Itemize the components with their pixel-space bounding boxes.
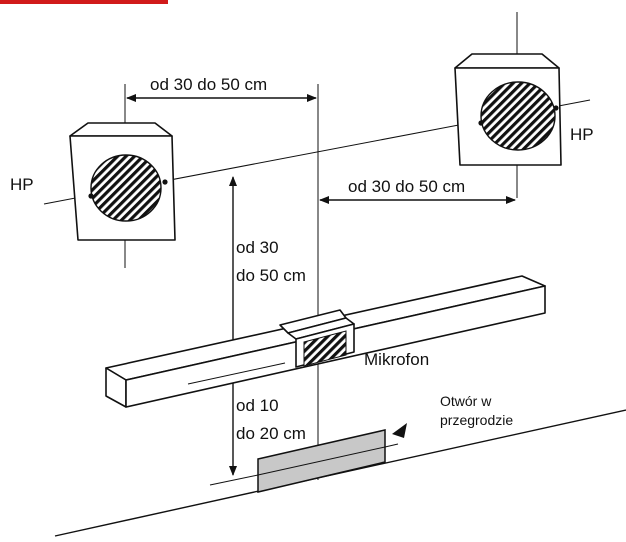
left-speaker bbox=[69, 122, 176, 241]
dimension-lower-label-2: do 20 cm bbox=[236, 424, 306, 443]
dimension-lower-label-1: od 10 bbox=[236, 396, 279, 415]
dimension-vertical-label-2: do 50 cm bbox=[236, 266, 306, 285]
right-speaker bbox=[454, 53, 562, 166]
hole-label-1: Otwór w bbox=[440, 393, 492, 409]
hole-pointer-arrow bbox=[392, 423, 407, 438]
dimension-top-label: od 30 do 50 cm bbox=[150, 75, 267, 94]
partition-hole bbox=[209, 429, 399, 493]
hole-label-2: przegrodzie bbox=[440, 412, 513, 428]
right-speaker-grille bbox=[480, 81, 556, 151]
corner-mark bbox=[0, 0, 168, 4]
speaker-left-label: HP bbox=[10, 175, 34, 194]
microphone-label: Mikrofon bbox=[364, 350, 429, 369]
microphone-capsule bbox=[279, 309, 355, 368]
dimension-vertical-label-1: od 30 bbox=[236, 238, 279, 257]
speaker-right-label: HP bbox=[570, 125, 594, 144]
dimension-mid-label: od 30 do 50 cm bbox=[348, 177, 465, 196]
left-speaker-grille bbox=[90, 154, 162, 222]
